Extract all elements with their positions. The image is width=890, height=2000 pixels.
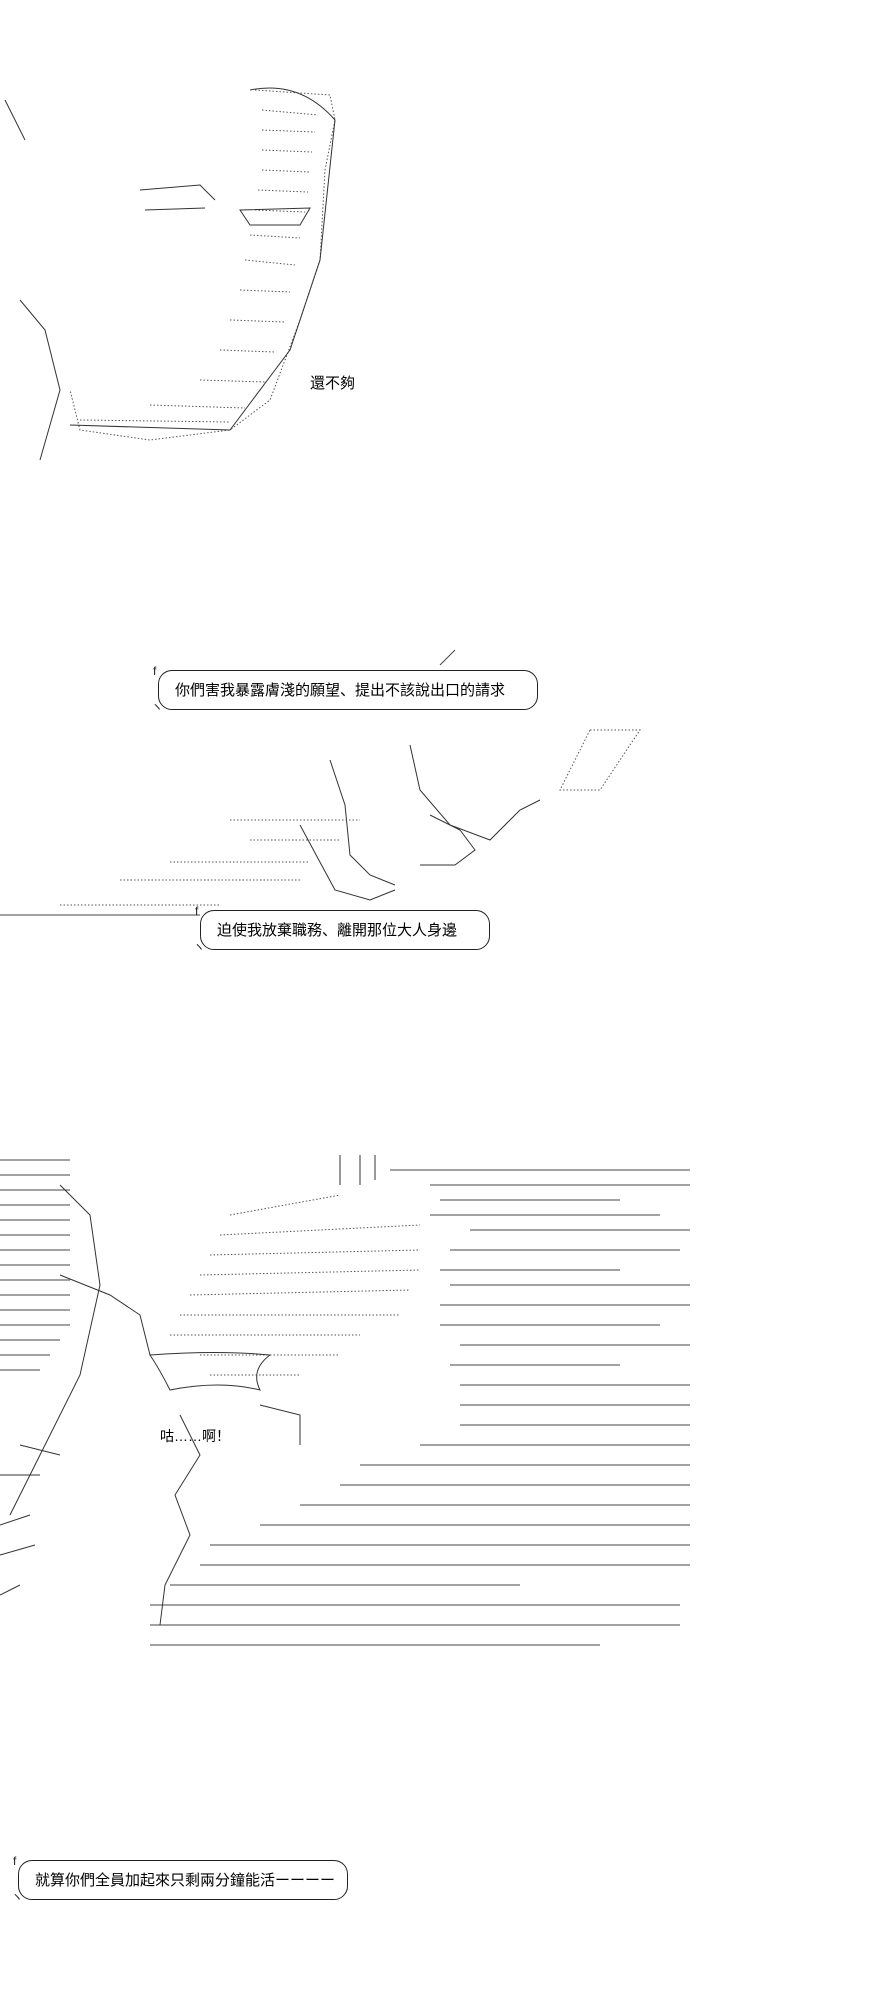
- speech-bubble-top: f 你們害我暴露膚淺的願望、提出不該說出口的請求 ヽ: [151, 665, 538, 713]
- bubble-final-text: 就算你們全員加起來只剩兩分鐘能活ーーーー: [35, 1872, 336, 1889]
- bubble-top-text: 你們害我暴露膚淺的願望、提出不該說出口的請求: [175, 682, 506, 699]
- speech-bubble-bottom: f 迫使我放棄職務、離開那位大人身邊 ヽ: [193, 905, 490, 953]
- panel-2: f 你們害我暴露膚淺的願望、提出不該說出口的請求 ヽ f 迫使我放棄職務、離開那…: [0, 640, 890, 980]
- shout-text: 咕……啊！: [160, 1428, 230, 1444]
- bubble-bottom-text: 迫使我放棄職務、離開那位大人身邊: [217, 922, 458, 939]
- panel-3: 咕……啊！: [0, 1155, 890, 1675]
- panel-1: 還不夠: [0, 60, 890, 480]
- panel-4: f 就算你們全員加起來只剩兩分鐘能活ーーーー ヽ: [0, 1850, 890, 1940]
- speech-bubble-final: f 就算你們全員加起來只剩兩分鐘能活ーーーー ヽ: [11, 1855, 348, 1903]
- ascii-art-speed-lines: [0, 649, 641, 916]
- ascii-art-hand-figure: [4, 87, 336, 461]
- panel-1-caption: 還不夠: [310, 375, 356, 392]
- ascii-art-battle-scene: [0, 1155, 690, 1646]
